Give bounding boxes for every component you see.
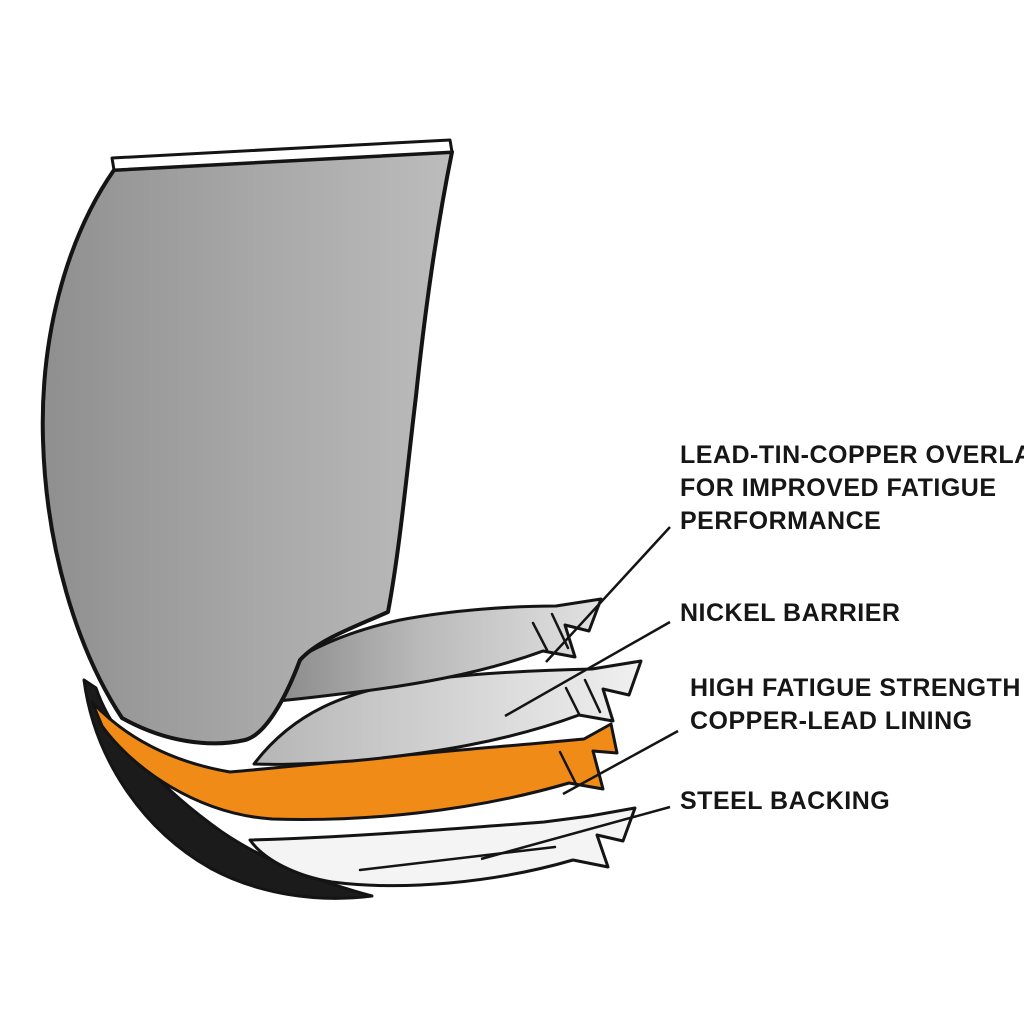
copper-lead-label-line1: HIGH FATIGUE STRENGTH [690, 674, 1021, 702]
overlay-label-line3: PERFORMANCE [680, 507, 881, 535]
steel-backing-label: STEEL BACKING [680, 787, 890, 815]
nickel-barrier-label: NICKEL BARRIER [680, 599, 900, 627]
overlay-label-line1: LEAD-TIN-COPPER OVERLAY [680, 441, 1024, 469]
leader-line-overlay [545, 526, 671, 663]
steel-backing-layer [248, 806, 637, 888]
fold-mark [564, 686, 581, 716]
fold-mark [531, 621, 549, 652]
nickel-barrier-layer [252, 659, 643, 766]
fold-mark [358, 845, 557, 872]
shell-top-rim [110, 138, 454, 172]
bearing-shell [40, 150, 454, 746]
fold-mark [583, 678, 602, 714]
overlay-layer [234, 597, 603, 706]
leader-line-steel [480, 805, 671, 861]
fold-mark [558, 750, 579, 788]
leader-line-copper-lead [562, 729, 679, 796]
copper-lead-label-line2: COPPER-LEAD LINING [690, 707, 973, 735]
leader-line-nickel [504, 620, 671, 718]
overlay-label-line2: FOR IMPROVED FATIGUE [680, 474, 997, 502]
